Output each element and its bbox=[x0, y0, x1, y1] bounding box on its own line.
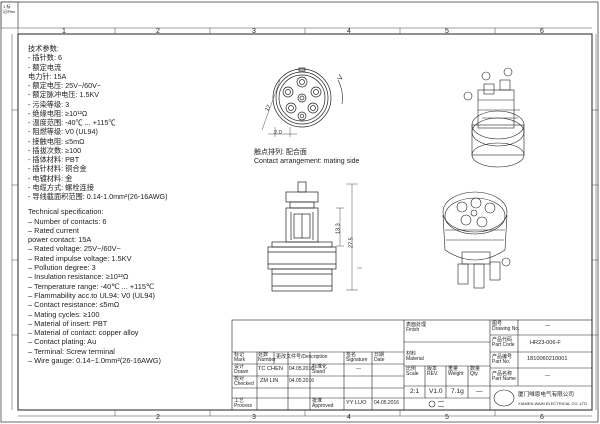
spec-line: – Material of contact: copper alloy bbox=[28, 328, 139, 338]
tb-drawn-date: 04.05.2016 bbox=[289, 366, 315, 372]
spec-line: - 插针材料: 铜合金 bbox=[28, 164, 87, 174]
tb-approved-name: YY LUO bbox=[346, 400, 367, 406]
spec-line: – Contact resistance: ≤5mΩ bbox=[28, 300, 120, 310]
spec-en-list: – Number of contacts: 6– Rated current p… bbox=[28, 217, 248, 366]
spec-cn-list: - 插针数: 6- 额定电流 电力针: 15A- 额定电压: 25V~/60V~… bbox=[28, 53, 248, 201]
spec-line: - 污染等级: 3 bbox=[28, 99, 70, 109]
spec-line: - 导线截面积范围: 0.14-1.0mm²(26-16AWG) bbox=[28, 192, 168, 201]
tb-part-name: — bbox=[545, 373, 550, 379]
caption-en: Contact arrangement: mating side bbox=[254, 157, 360, 165]
spec-line: – Material of insert: PBT bbox=[28, 318, 108, 328]
side-view bbox=[267, 181, 362, 292]
spec-line: – Number of contacts: 6 bbox=[28, 216, 107, 226]
spec-line: - 阻燃等级: V0 (UL94) bbox=[28, 127, 98, 137]
col-label: 5 bbox=[445, 28, 449, 35]
spec-line: – Mating cycles: ≥100 bbox=[28, 309, 100, 319]
caption-cn: 触点排列: 配合面 bbox=[254, 149, 307, 156]
iso-view-front bbox=[442, 191, 511, 289]
col-label: 4 bbox=[347, 414, 351, 421]
col-label: 1 bbox=[62, 28, 66, 35]
spec-line: – Wire gauge: 0.14~1.0mm²(26-16AWG) bbox=[28, 356, 162, 365]
tb-drawing-no: — bbox=[545, 323, 550, 329]
contact-arrangement-caption: 触点排列: 配合面 Contact arrangement: mating si… bbox=[254, 149, 359, 166]
spec-line: – Insulation resistance: ≥10¹²Ω bbox=[28, 272, 129, 282]
spec-line: - 额定电压: 25V~/60V~ bbox=[28, 81, 102, 90]
tb-qty-value: — bbox=[476, 388, 483, 395]
spec-line: - 绝缘电阻: ≥10¹²Ω bbox=[28, 108, 88, 118]
tb-part-no: 1810060210001 bbox=[527, 356, 568, 362]
spec-line: - 插针数: 6 bbox=[28, 53, 62, 63]
spec-line: – Pollution degree: 3 bbox=[28, 263, 96, 273]
tb-part-code: HR23-006-F bbox=[530, 340, 561, 346]
spec-line: – Rated impulse voltage: 1.5KV bbox=[28, 253, 132, 263]
col-label: 4 bbox=[347, 28, 351, 35]
iso-view-rear bbox=[463, 67, 525, 168]
spec-en-title: Technical specification: bbox=[28, 207, 104, 217]
spec-line: - 电镀材料: 金 bbox=[28, 173, 73, 183]
spec-line: - 插体材料: PBT bbox=[28, 155, 80, 164]
spec-line: – Rated current bbox=[28, 225, 79, 235]
col-label: 2 bbox=[156, 28, 160, 35]
tb-company-en: XIAMEN WAIN ELECTRICAL CO.,LTD bbox=[518, 401, 587, 406]
spec-line: - 温度范围: -40℃ ... +115℃ bbox=[28, 118, 116, 127]
spec-line: - 接触电阻: ≤5mΩ bbox=[28, 136, 85, 146]
front-view bbox=[261, 67, 343, 137]
tb-checked-date: 04.05.2016 bbox=[289, 378, 315, 384]
technical-specification: 技术参数: - 插针数: 6- 额定电流 电力针: 15A- 额定电压: 25V… bbox=[28, 44, 248, 365]
spec-cn-title: 技术参数: bbox=[28, 44, 59, 53]
tb-rev-value: V1.0 bbox=[429, 388, 443, 395]
spec-line: – Flammability acc.to UL94: V0 (UL94) bbox=[28, 290, 155, 300]
dim-height-2: 27.5 bbox=[348, 237, 355, 249]
col-label: 6 bbox=[540, 414, 544, 421]
col-label: 6 bbox=[540, 28, 544, 35]
spec-line: 电力针: 15A bbox=[28, 71, 67, 81]
tb-std-value: — bbox=[356, 366, 361, 372]
tb-file-no: 更改文件号/Description bbox=[276, 354, 328, 360]
title-block bbox=[231, 319, 593, 411]
tb-company-cn: 厦门唯恩电气有限公司 bbox=[518, 392, 574, 398]
spec-line: power contact: 15A bbox=[28, 235, 92, 245]
col-label: 2 bbox=[156, 414, 160, 421]
spec-line: - 插拔次数: ≥100 bbox=[28, 145, 82, 155]
spec-line: – Rated voltage: 25V~/60V~ bbox=[28, 244, 121, 254]
dim-diameter: 2.0 bbox=[274, 130, 282, 136]
tb-approved-date: 04.05.2016 bbox=[374, 400, 400, 406]
tb-drawn-name: TC CHEN bbox=[258, 366, 283, 372]
col-label: 3 bbox=[252, 414, 256, 421]
spec-line: - 额定脉冲电压: 1.5KV bbox=[28, 90, 100, 100]
col-label: 5 bbox=[445, 414, 449, 421]
spec-line: – Terminal: Screw terminal bbox=[28, 346, 115, 356]
spec-line: – Contact plating: Au bbox=[28, 337, 97, 347]
spec-line: – Temperature range: -40℃ ... +115℃ bbox=[28, 281, 155, 291]
tb-weight-value: 7.1g bbox=[451, 388, 464, 395]
tb-checked-name: ZM LIN bbox=[260, 378, 279, 384]
col-label: 3 bbox=[252, 28, 256, 35]
spec-line: - 额定电流 bbox=[28, 62, 62, 72]
tb-scale-value: 2:1 bbox=[410, 388, 420, 395]
spec-line: - 电缆方式: 螺栓连接 bbox=[28, 182, 94, 192]
revision-box: 1 标 记/Rev bbox=[3, 4, 16, 14]
dim-height-1: 13.3 bbox=[335, 223, 342, 235]
